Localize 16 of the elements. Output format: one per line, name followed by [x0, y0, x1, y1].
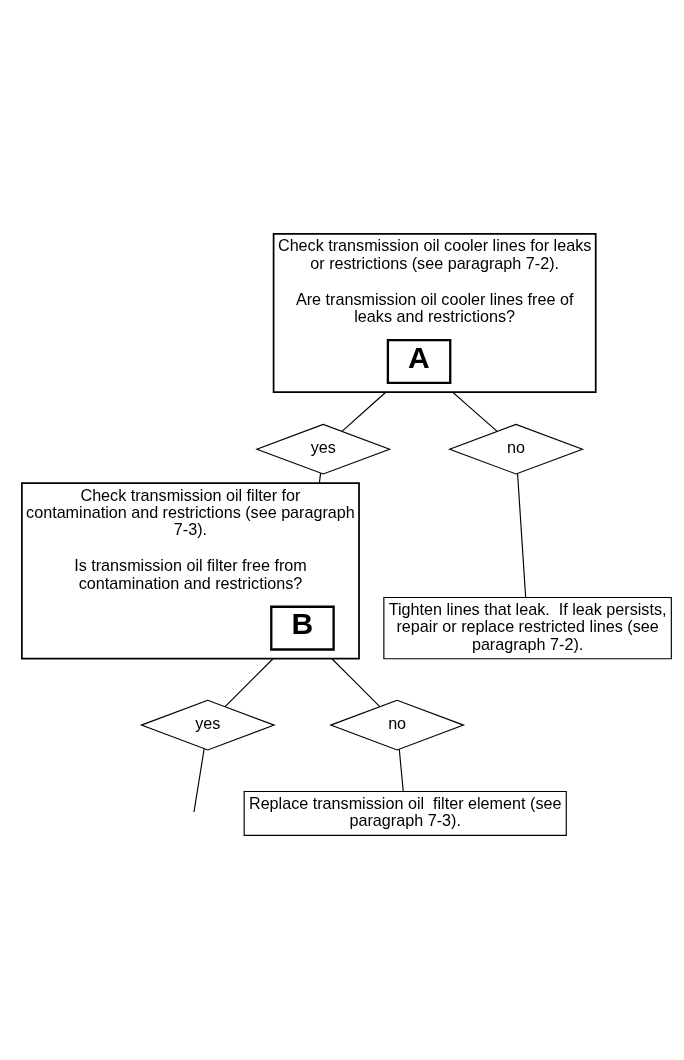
node-box: Tighten lines that leak. If leak persists, repair or replace restricted lines (see paragraph 7-2).	[383, 596, 672, 660]
connector	[341, 391, 387, 432]
connector	[318, 472, 322, 484]
connector	[451, 391, 498, 432]
connector	[224, 658, 274, 708]
connector	[517, 473, 527, 599]
node-diamond: yes	[139, 699, 276, 751]
node-box: B	[270, 605, 335, 651]
node-diamond: no	[329, 699, 466, 751]
connector	[331, 658, 381, 708]
node-box: Replace transmission oil filter element (see paragraph 7-3).	[243, 790, 567, 836]
connector	[193, 748, 205, 813]
node-diamond: no	[448, 423, 585, 475]
node-box: A	[386, 338, 452, 384]
node-diamond: yes	[255, 423, 392, 475]
connector	[398, 748, 404, 792]
